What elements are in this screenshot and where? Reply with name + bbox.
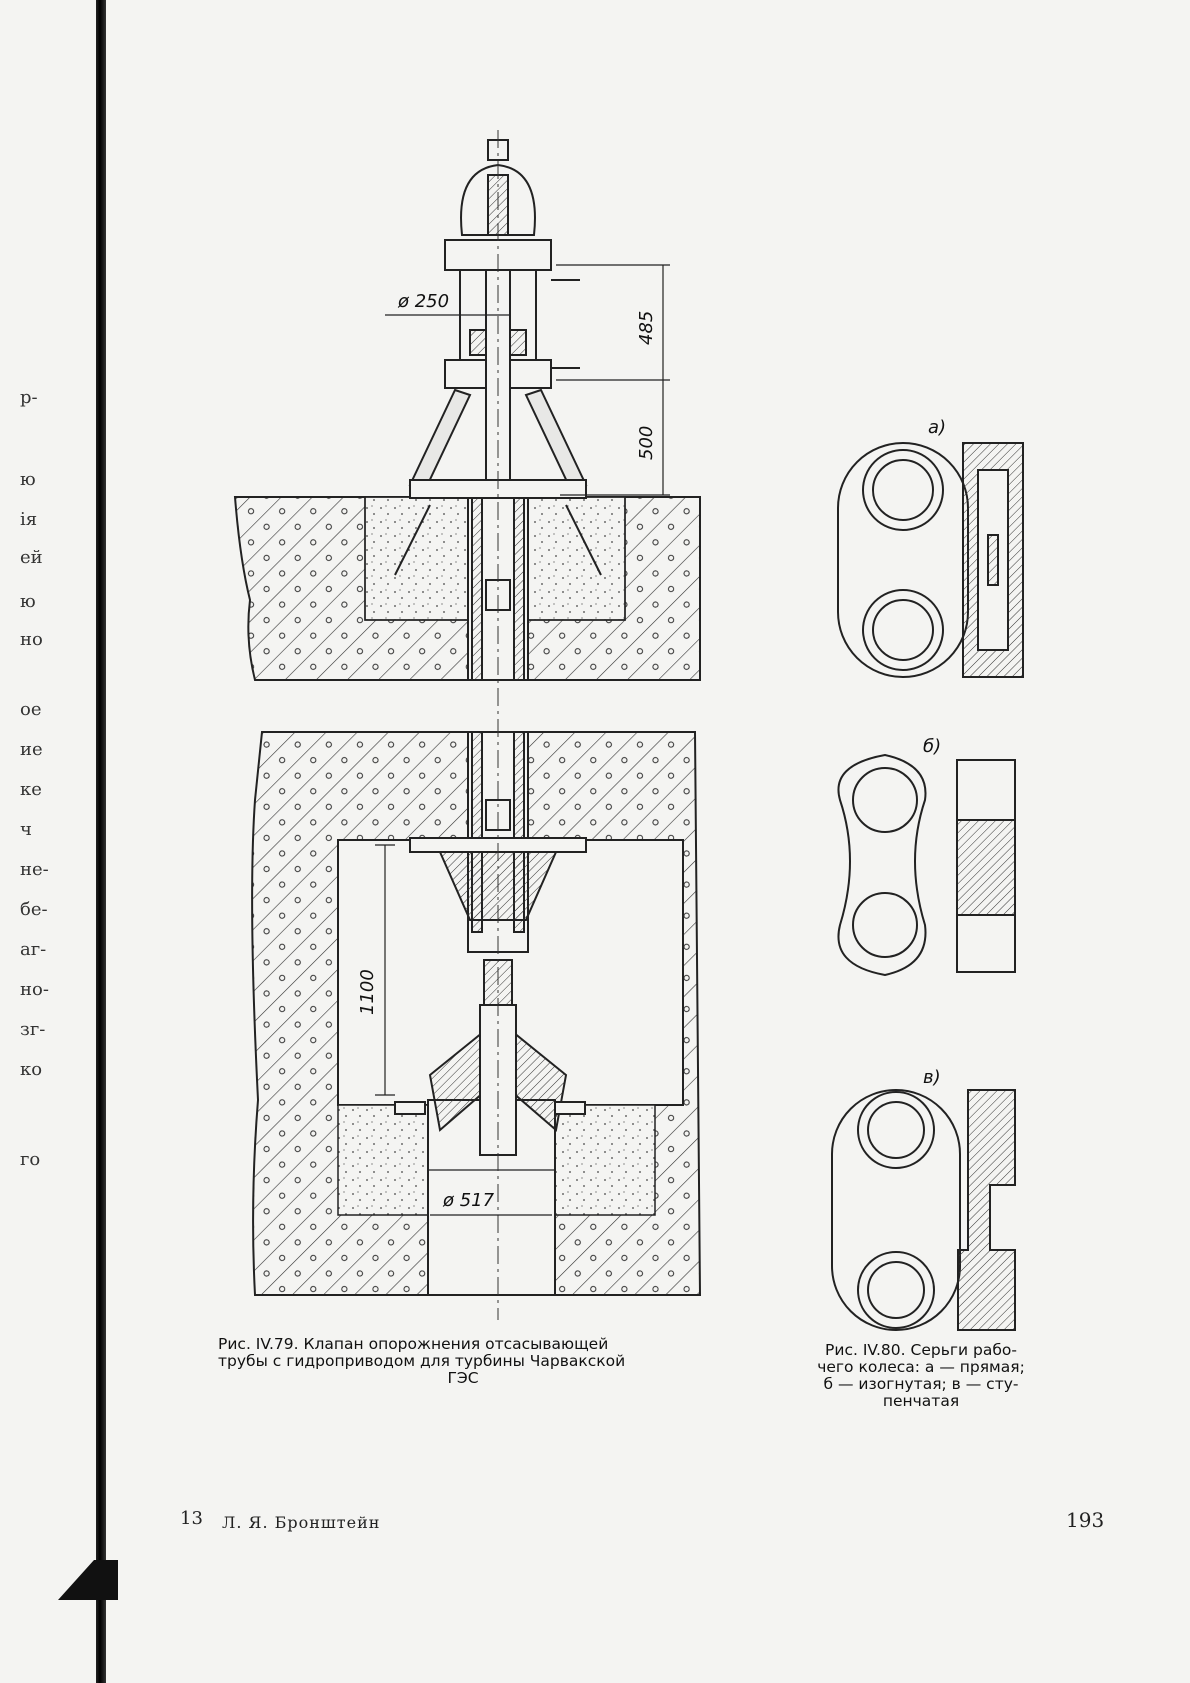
page-number: 193 — [1066, 1508, 1104, 1532]
shackle-straight — [838, 443, 1023, 677]
caption-79-line3: ГЭС — [218, 1370, 708, 1387]
label-a: а) — [928, 417, 946, 438]
dim-pipe-diameter: ø 250 — [397, 291, 449, 312]
caption-80-line2: чего колеса: а — прямая; — [817, 1358, 1025, 1376]
caption-80-line4: пенчатая — [883, 1392, 959, 1410]
dim-lower-height: 500 — [636, 426, 657, 460]
caption-80-line3: б — изогнутая; в — сту- — [824, 1375, 1019, 1393]
shackle-stepped — [832, 1090, 1015, 1330]
dim-outlet-diameter: ø 517 — [442, 1190, 495, 1211]
author-name: Л. Я. Бронштейн — [222, 1513, 380, 1532]
label-c: в) — [923, 1067, 941, 1088]
shackle-bent — [838, 755, 1015, 975]
sheet-number: 13 — [180, 1508, 203, 1529]
figure-80-drawing — [832, 443, 1023, 1330]
figure-80-caption: Рис. IV.80. Серьги рабо- чего колеса: а … — [808, 1342, 1034, 1410]
figure-79-caption: Рис. IV.79. Клапан опорожнения отсасываю… — [218, 1336, 708, 1387]
caption-79-line1: Рис. IV.79. Клапан опорожнения отсасываю… — [218, 1335, 608, 1353]
dim-chamber-height: 1100 — [357, 969, 378, 1015]
dim-upper-height: 485 — [636, 311, 657, 345]
caption-80-line1: Рис. IV.80. Серьги рабо- — [825, 1341, 1017, 1359]
label-b: б) — [923, 736, 941, 757]
caption-79-line2: трубы с гидроприводом для турбины Чарвак… — [218, 1352, 625, 1370]
